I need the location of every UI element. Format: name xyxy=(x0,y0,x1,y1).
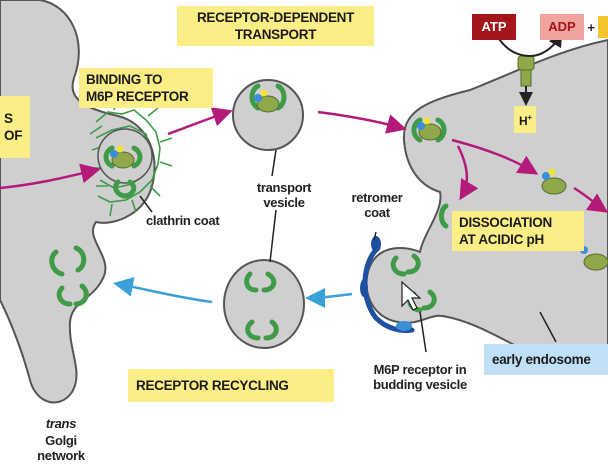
phosphate-chip xyxy=(598,16,608,38)
transport-vesicle-label: transport vesicle xyxy=(256,180,312,210)
atp-chip: ATP xyxy=(472,14,516,40)
recycling-vesicle xyxy=(223,259,305,349)
cargo-enzymes xyxy=(110,89,608,271)
transport-arrows xyxy=(0,107,608,213)
plus-sign: + xyxy=(587,20,595,35)
retromer-coat-label: retromer coat xyxy=(351,190,403,220)
binding-to-m6p-receptor-label: BINDING TO M6P RECEPTOR xyxy=(79,68,213,108)
h-plus-chip: H+ xyxy=(514,106,536,133)
retromer-subunit xyxy=(360,279,368,297)
recycling-arrows xyxy=(113,276,353,308)
retromer-subunit xyxy=(371,236,381,252)
adp-chip: ADP xyxy=(540,14,584,40)
retromer-subunit xyxy=(396,321,412,331)
m6p-receptor-budding-label: M6P receptor in budding vesicle xyxy=(373,362,467,392)
h-plus-text: H xyxy=(519,114,528,128)
transport-vesicle-top xyxy=(232,79,304,151)
receptor-dependent-transport-label: RECEPTOR-DEPENDENT TRANSPORT xyxy=(177,6,374,46)
atp-pump-icon xyxy=(495,32,562,106)
golgi-network-label: Golgi network xyxy=(37,433,85,463)
leader-lines xyxy=(139,149,557,353)
early-endosome-label: early endosome xyxy=(484,344,608,375)
clathrin-coat-label: clathrin coat xyxy=(146,213,220,228)
trans-golgi-italic-label: trans xyxy=(45,416,77,431)
trans-golgi-network xyxy=(0,0,156,404)
s-of-label: S OF xyxy=(0,96,30,158)
receptor-recycling-label: RECEPTOR RECYCLING xyxy=(128,369,334,402)
mouse-cursor-icon xyxy=(401,280,422,311)
dissociation-label: DISSOCIATION AT ACIDIC pH xyxy=(452,211,584,251)
